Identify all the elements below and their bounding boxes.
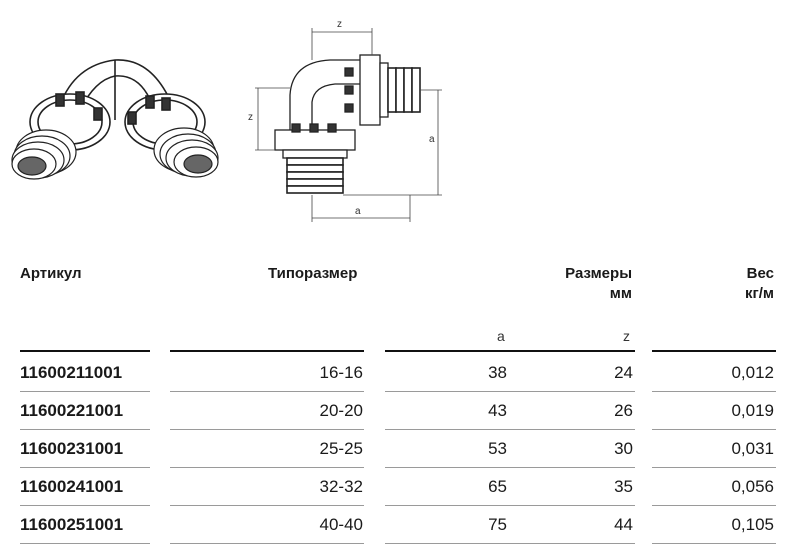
row-separator — [20, 543, 150, 544]
dim-a-cell: 53 — [488, 439, 507, 458]
weight-cell: 0,012 — [731, 363, 774, 382]
dim-z-cell: 44 — [614, 515, 633, 534]
elbow-3d-illustration — [11, 59, 219, 180]
dim-a-cell: 38 — [488, 363, 507, 382]
row-separator — [170, 429, 364, 430]
row-separator — [385, 543, 635, 544]
dim-z-cell: 30 — [614, 439, 633, 458]
row-separator — [652, 429, 776, 430]
dim-label-z-side: z — [248, 112, 253, 123]
row-separator — [652, 391, 776, 392]
size-cell: 40-40 — [319, 515, 363, 534]
header-rule-size — [170, 350, 364, 352]
size-cell: 25-25 — [319, 439, 363, 458]
header-dimensions: Размеры мм — [565, 265, 632, 302]
weight-cell: 0,019 — [731, 401, 774, 420]
dim-z-cell: 24 — [614, 363, 633, 382]
header-rule-article — [20, 350, 150, 352]
row-separator — [170, 391, 364, 392]
row-separator — [20, 429, 150, 430]
article-cell: 11600221001 — [20, 401, 124, 420]
row-separator — [170, 505, 364, 506]
row-separator — [385, 391, 635, 392]
size-cell: 16-16 — [319, 363, 363, 382]
table-row: 11600241001 32-32 65 35 0,056 — [0, 468, 790, 506]
row-separator — [652, 505, 776, 506]
dim-label-z-top: z — [337, 19, 342, 30]
row-separator — [385, 505, 635, 506]
header-weight: Вес кг/м — [744, 265, 774, 302]
dim-z-cell: 35 — [614, 477, 633, 496]
table-row: 11600221001 20-20 43 26 0,019 — [0, 392, 790, 430]
row-separator — [170, 543, 364, 544]
table-row: 11600251001 40-40 75 44 0,105 — [0, 506, 790, 544]
row-separator — [385, 429, 635, 430]
table-row: 11600211001 16-16 38 24 0,012 — [0, 354, 790, 392]
size-cell: 20-20 — [319, 401, 363, 420]
article-cell: 11600211001 — [20, 363, 123, 382]
article-cell: 11600241001 — [20, 477, 124, 496]
row-separator — [20, 505, 150, 506]
table-row: 11600231001 25-25 53 30 0,031 — [0, 430, 790, 468]
dim-a-cell: 43 — [488, 401, 507, 420]
subheader-a: a — [497, 328, 505, 344]
header-article: Артикул — [20, 265, 82, 282]
header-rule-weight — [652, 350, 776, 352]
row-separator — [385, 467, 635, 468]
weight-cell: 0,056 — [731, 477, 774, 496]
article-cell: 11600231001 — [20, 439, 124, 458]
row-separator — [20, 467, 150, 468]
header-size: Типоразмер — [268, 265, 358, 282]
technical-drawing — [255, 28, 442, 222]
row-separator — [20, 391, 150, 392]
dim-label-a-bottom: a — [355, 206, 361, 217]
dim-a-cell: 65 — [488, 477, 507, 496]
size-cell: 32-32 — [319, 477, 363, 496]
row-separator — [652, 467, 776, 468]
weight-cell: 0,031 — [731, 439, 774, 458]
row-separator — [170, 467, 364, 468]
dim-a-cell: 75 — [488, 515, 507, 534]
subheader-z: z — [623, 328, 630, 344]
weight-cell: 0,105 — [731, 515, 774, 534]
header-rule-dims — [385, 350, 635, 352]
dim-label-a-right: a — [429, 134, 435, 145]
article-cell: 11600251001 — [20, 515, 124, 534]
row-separator — [652, 543, 776, 544]
product-figure: z z a a — [11, 19, 442, 222]
dim-z-cell: 26 — [614, 401, 633, 420]
